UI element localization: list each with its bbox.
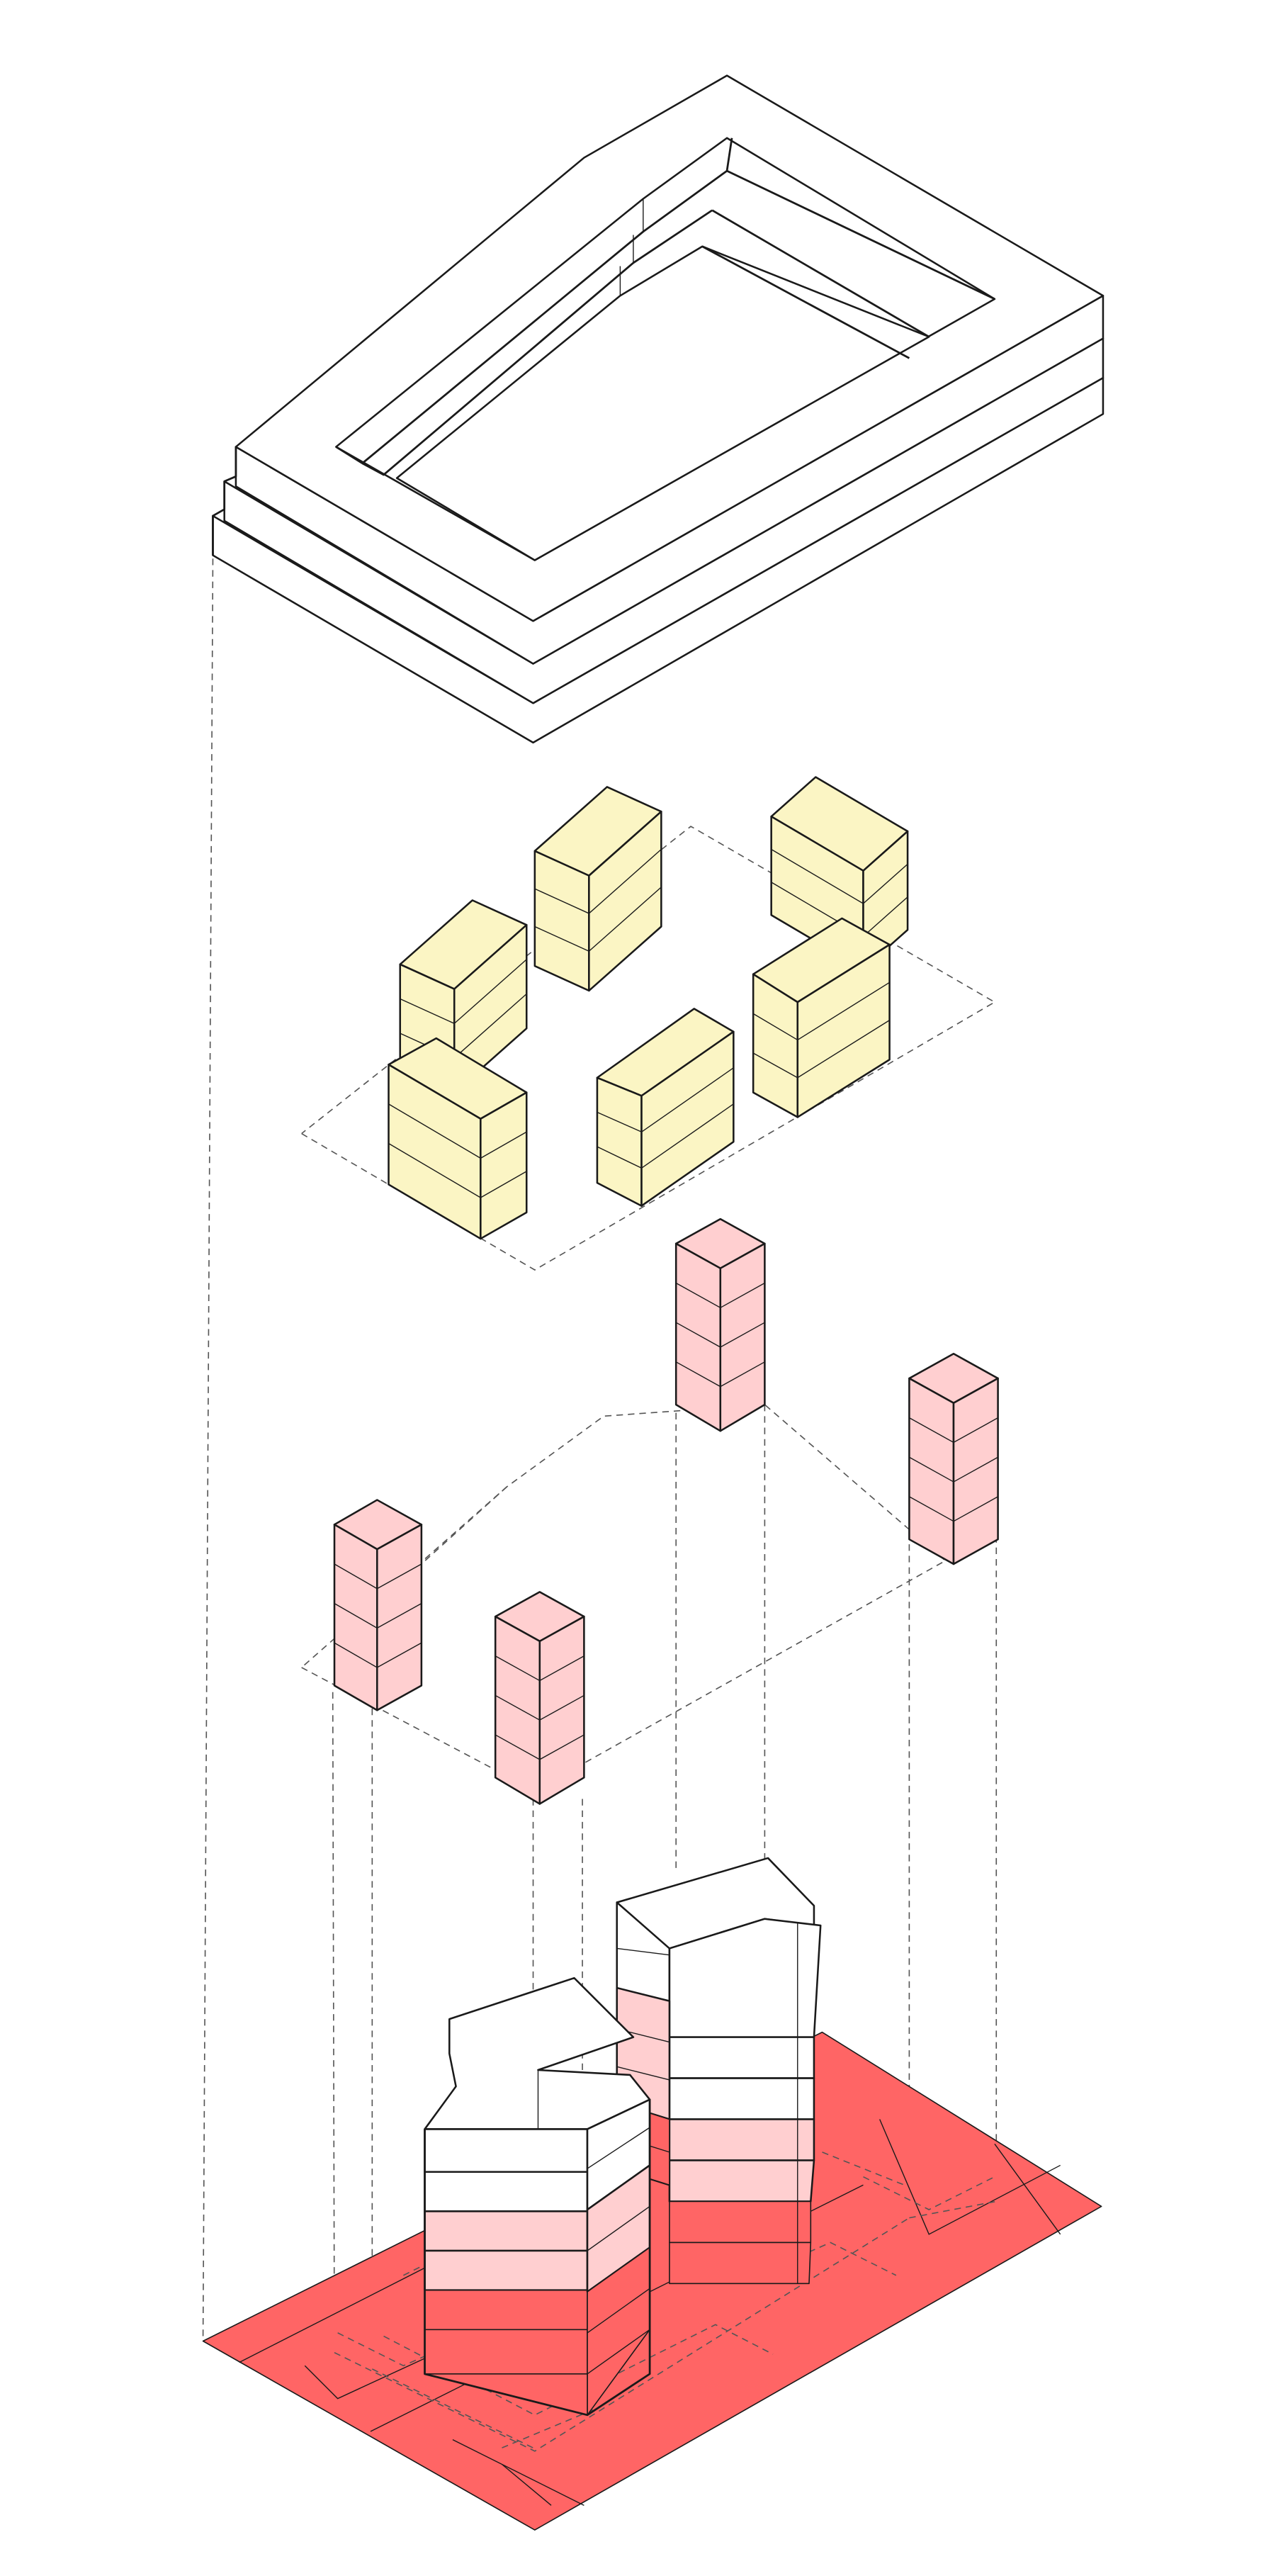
yellow-block [399, 899, 528, 1093]
pink-tower [333, 1499, 423, 1711]
yellow-blocks-layer [301, 776, 996, 1271]
yellow-block [533, 786, 662, 992]
pink-tower [908, 1352, 999, 1565]
yellow-block [596, 1008, 735, 1207]
pink-tower [494, 1591, 585, 1805]
podium-ring [212, 74, 1105, 744]
yellow-block [388, 1037, 528, 1240]
pink-towers-layer [301, 1217, 999, 1805]
yellow-block [752, 917, 891, 1118]
base-tower-right [616, 1857, 822, 2285]
pink-tower [674, 1217, 766, 1432]
base-tower-left [424, 1976, 651, 2417]
